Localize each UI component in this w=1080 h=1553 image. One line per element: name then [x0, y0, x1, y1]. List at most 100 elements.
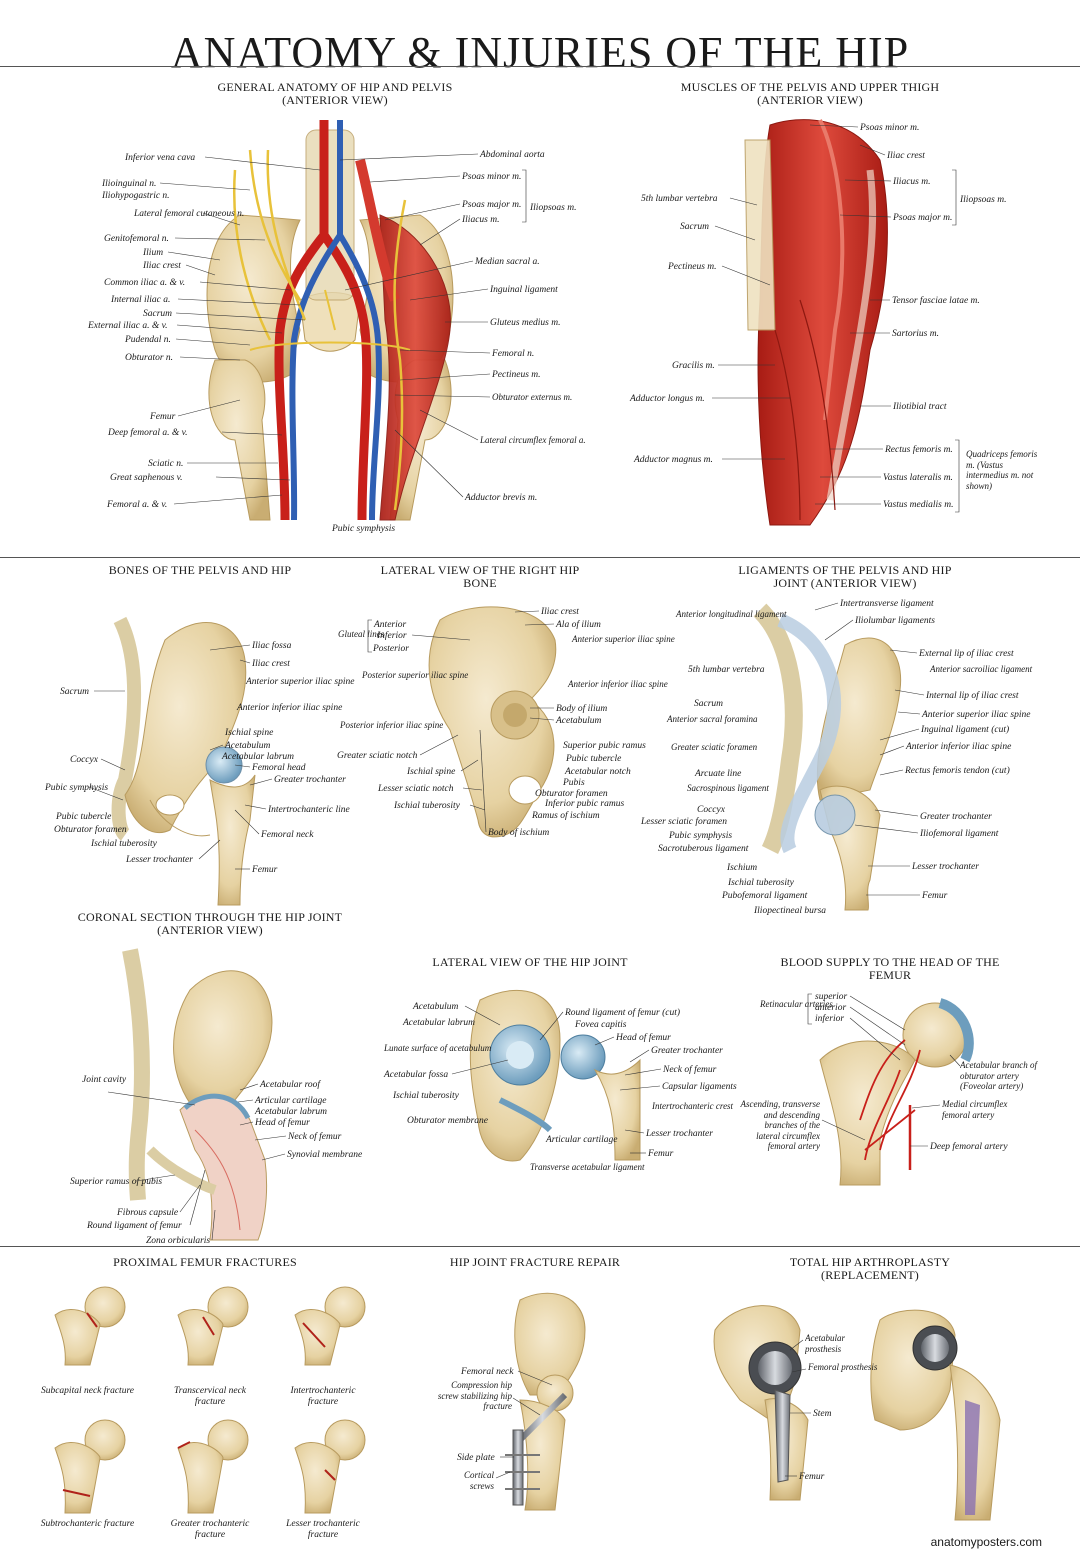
- label: Anterior superior iliac spine: [571, 634, 675, 644]
- fractures-labels: Subcapital neck fracture Transcervical n…: [40, 1386, 360, 1540]
- label: Adductor longus m.: [629, 394, 705, 404]
- label: Obturator externus m.: [492, 392, 572, 402]
- divider: [0, 557, 1080, 558]
- label: Subtrochanteric fracture: [40, 1519, 135, 1529]
- label: Anterior inferior iliac spine: [567, 679, 668, 689]
- label: Capsular ligaments: [662, 1082, 737, 1092]
- label: Lesser trochanteric fracture: [286, 1519, 360, 1540]
- label: Ischial tuberosity: [392, 1091, 460, 1101]
- label: Psoas minor m.: [461, 172, 521, 182]
- coronal-leader-lines: [107, 1083, 287, 1241]
- label: Pubic symphysis: [668, 831, 732, 841]
- label: Genitofemoral n.: [104, 233, 169, 244]
- panel-title-bones: BONES OF THE PELVIS AND HIP: [108, 563, 292, 577]
- label: Femoral neck: [260, 830, 314, 840]
- label: Median sacral a.: [474, 257, 540, 267]
- label: Pubis: [562, 778, 585, 788]
- label: Acetabular roof: [259, 1079, 321, 1090]
- label: Greater trochanteric fracture: [170, 1519, 250, 1540]
- arthroplasty-leader-lines: [785, 1339, 811, 1477]
- lateral-joint-labels: Acetabulum Round ligament of femur (cut)…: [383, 1002, 737, 1172]
- label: Round ligament of femur: [86, 1220, 182, 1231]
- label: Zona orbicularis: [146, 1236, 210, 1246]
- label: Ilioinguinal n.: [101, 179, 156, 189]
- repair-leader-lines: [495, 1370, 553, 1479]
- label: Sacrospinous ligament: [687, 783, 769, 793]
- panel-title-lateral-bone: LATERAL VIEW OF THE RIGHT HIP BONE: [380, 563, 580, 590]
- label: Acetabular labrum: [254, 1107, 327, 1117]
- blood-supply-leader-lines: [821, 995, 961, 1147]
- bracket: [955, 439, 960, 513]
- label: Posterior: [372, 644, 409, 654]
- label: Head of femur: [254, 1117, 310, 1128]
- label: Superior pubic ramus: [563, 741, 646, 751]
- label: Gracilis m.: [672, 361, 715, 371]
- label: Iliopsoas m.: [529, 203, 576, 213]
- label: Femoral neck: [460, 1367, 514, 1377]
- label: Femoral n.: [491, 349, 534, 359]
- label: External lip of iliac crest: [918, 648, 1014, 659]
- label: Anterior superior iliac spine: [921, 710, 1030, 720]
- ligaments-leader-lines: [814, 602, 925, 896]
- label: Iliacus m.: [892, 177, 930, 187]
- label: Sacrum: [143, 309, 172, 319]
- panel-title-fractures: PROXIMAL FEMUR FRACTURES: [113, 1255, 297, 1269]
- label: Ascending, transverse and descending bra…: [740, 1099, 820, 1151]
- label: Lesser trochanter: [645, 1129, 713, 1139]
- label: Lesser sciatic notch: [377, 784, 454, 794]
- label: Femur: [251, 865, 278, 875]
- label: Obturator foramen: [54, 824, 127, 835]
- label: Intertransverse ligament: [839, 599, 934, 609]
- label: Iliohypogastric n.: [101, 191, 170, 201]
- label: Anterior sacral foramina: [666, 714, 758, 724]
- label: Transverse acetabular ligament: [530, 1162, 645, 1172]
- label: Head of femur: [615, 1032, 671, 1043]
- label: Pectineus m.: [491, 370, 541, 380]
- label: Pubofemoral ligament: [721, 890, 808, 901]
- label: Posterior inferior iliac spine: [339, 720, 443, 730]
- label: Inguinal ligament (cut): [920, 724, 1009, 735]
- label: Rectus femoris tendon (cut): [904, 765, 1010, 776]
- lateral-joint-leader-lines: [451, 1005, 662, 1154]
- label: Neck of femur: [287, 1131, 342, 1142]
- bracket: [522, 169, 527, 223]
- label: Pubic tubercle: [565, 754, 621, 764]
- label: Coccyx: [70, 755, 99, 765]
- page-title: ANATOMY & INJURIES OF THE HIP: [170, 28, 910, 78]
- label: Iliopsoas m.: [959, 195, 1006, 205]
- label: 5th lumbar vertebra: [688, 665, 765, 675]
- label: Tensor fasciae latae m.: [892, 295, 980, 306]
- bones-labels: Iliac fossa Iliac crest Anterior superio…: [44, 640, 354, 875]
- label: Body of ilium: [556, 703, 607, 714]
- label: Rectus femoris m.: [884, 444, 953, 455]
- label: Femoral head: [251, 763, 306, 773]
- label: Articular cartilage: [545, 1135, 618, 1145]
- label: Common iliac a. & v.: [104, 278, 185, 288]
- label: Anterior longitudinal ligament: [675, 609, 787, 619]
- label: Articular cartilage: [254, 1096, 327, 1106]
- label: Arcuate line: [694, 769, 741, 779]
- label: Iliac crest: [142, 261, 181, 271]
- label: Greater sciatic notch: [337, 751, 418, 761]
- label: Fovea capitis: [574, 1020, 627, 1030]
- bracket: [807, 993, 812, 1025]
- label: Pubic tubercle: [55, 812, 111, 822]
- panel-title-general: GENERAL ANATOMY OF HIP AND PELVIS (ANTER…: [217, 80, 453, 107]
- label: Anterior: [373, 620, 406, 630]
- label: Femur: [647, 1149, 674, 1159]
- label: Ramus of ischium: [531, 810, 600, 821]
- label: Anterior inferior iliac spine: [236, 702, 342, 713]
- label: Inferior: [376, 630, 407, 641]
- label: Sartorius m.: [892, 329, 939, 339]
- label: Obturator n.: [125, 353, 173, 363]
- label: Synovial membrane: [287, 1150, 362, 1160]
- label: Acetabular labrum: [221, 752, 294, 762]
- label: Pectineus m.: [667, 262, 717, 272]
- label: Ischial tuberosity: [727, 878, 795, 888]
- label: Lateral femoral cutaneous n.: [133, 208, 244, 219]
- label: Sacrum: [694, 699, 723, 709]
- general-labels: Inferior vena cava Ilioinguinal n. Ilioh…: [87, 150, 586, 534]
- bracket: [952, 169, 957, 226]
- label: Lunate surface of acetabulum: [383, 1043, 492, 1053]
- label: Iliopectineal bursa: [753, 906, 826, 916]
